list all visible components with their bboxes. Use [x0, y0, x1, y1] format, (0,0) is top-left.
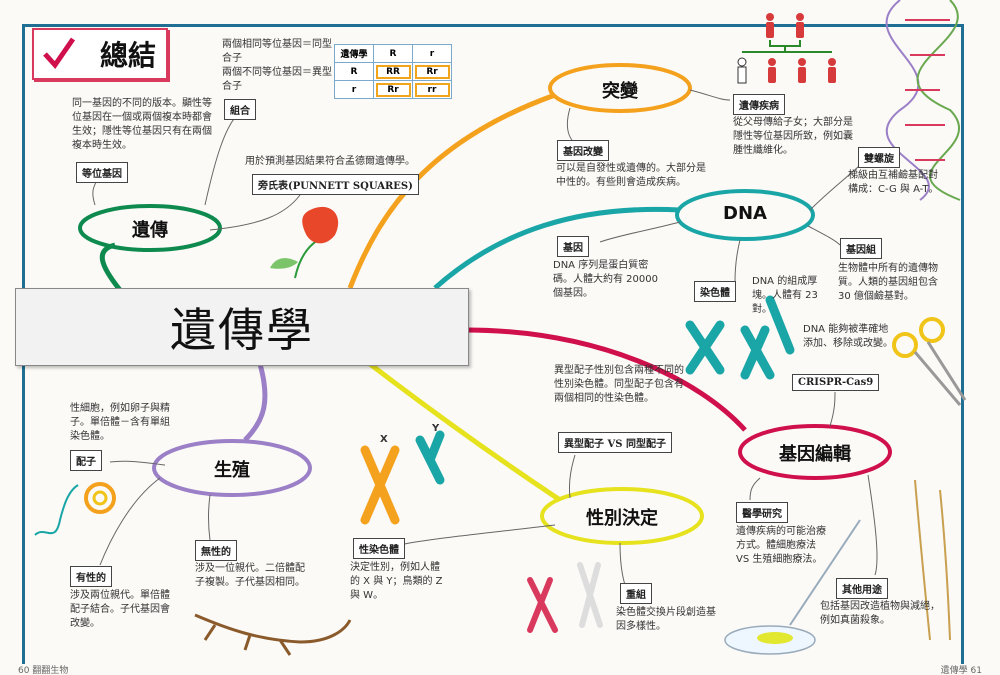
node-dna: DNA [723, 203, 767, 224]
allele-desc: 同一基因的不同的版本。顯性等位基因在一個或兩個複本時都會生效；隱性等位基因只有在… [72, 98, 212, 151]
wheat-icon [914, 479, 951, 641]
recombination-desc: 染色體交換片段創造基因多樣性。 [616, 607, 716, 632]
footer-right: 遺傳學 61 [940, 666, 982, 675]
sexual-desc: 涉及兩位親代。單倍體配子結合。子代基因會改變。 [70, 590, 170, 629]
sex-chromosome-desc: 決定性別，例如人體的 X 與 Y；鳥類的 Z 與 W。 [350, 562, 443, 601]
gamete-type-desc: 異型配子性別包含兩種不同的性別染色體。同型配子包含有兩個相同的性染色體。 [554, 365, 684, 404]
recombination-icon [527, 562, 603, 633]
node-sex-determination: 性別決定 [586, 508, 658, 529]
sex-cell-desc: 性細胞，例如卵子與精子。單倍體－含有單組染色體。 [70, 403, 170, 442]
crispr-label: CRISPR-Cas9 [792, 374, 880, 391]
gene-label: 基因 [557, 236, 589, 257]
recombination-label: 重組 [620, 583, 652, 604]
punnett-label: 旁氏表(PUNNETT SQUARES) [252, 174, 419, 195]
summary-title: 總結 [99, 39, 156, 72]
footer-left: 60 翻翻生物 [18, 666, 69, 675]
node-reproduction: 生殖 [214, 460, 250, 481]
scissors-icon [892, 317, 967, 406]
gamete-label: 配子 [70, 450, 102, 471]
punnett-cell: r [334, 80, 374, 99]
genetic-disease-desc: 從父母傳給子女；大部分是隱性等位基因所致，例如囊腫性纖維化。 [733, 117, 853, 156]
sexual-label: 有性的 [70, 566, 112, 587]
petri-dish-icon [724, 519, 861, 655]
punnett-cell: Rr [412, 62, 452, 81]
double-helix-desc: 梯級由互補鹼基配對構成：C-G 與 A-T。 [848, 170, 939, 195]
node-gene-editing: 基因編輯 [779, 444, 851, 465]
asexual-desc: 涉及一位親代。二倍體配子複製。子代基因相同。 [195, 563, 305, 588]
family-tree-icon [737, 13, 836, 84]
double-helix-label: 雙螺旋 [858, 147, 900, 168]
chromosome-icon [685, 295, 795, 380]
punnett-cell: r [412, 44, 452, 63]
xy-chromosome-icon [360, 430, 445, 525]
egg-cell-icon [84, 482, 116, 514]
chrom-x-label: X [380, 434, 388, 445]
check-icon [43, 37, 76, 70]
genotype-label: 組合 [224, 99, 256, 120]
summary-badge: 總結 [32, 28, 168, 80]
node-heredity: 遺傳 [132, 220, 168, 241]
gene-change-desc: 可以是自發性或遺傳的。大部分是中性的。有些則會造成疾病。 [556, 163, 706, 188]
crispr-desc: DNA 能夠被準確地添加、移除或改變。 [803, 324, 893, 349]
genome-label: 基因組 [840, 238, 882, 259]
genetic-disease-label: 遺傳疾病 [733, 94, 785, 115]
gene-change-label: 基因改變 [557, 140, 609, 161]
medical-desc: 遺傳疾病的可能治療方式。體細胞療法 VS 生殖細胞療法。 [736, 526, 826, 565]
flower-icon [270, 206, 339, 279]
sex-chromosome-label: 性染色體 [353, 538, 405, 559]
gamete-type-label: 異型配子 VS 同型配子 [558, 432, 672, 453]
node-mutation: 突變 [602, 81, 638, 102]
genome-desc: 生物體中所有的遺傳物質。人類的基因組包含 30 億個鹼基對。 [838, 263, 938, 302]
allele-label: 等位基因 [76, 162, 128, 183]
lizard-icon [194, 613, 352, 656]
punnett-cell: R [373, 44, 413, 63]
dna-helix-icon [885, 0, 961, 201]
other-use-desc: 包括基因改造植物與減絕，例如真菌殺象。 [820, 601, 940, 626]
homo-hetero-text: 兩個相同等位基因＝同型合子 兩個不同等位基因＝異型合子 [222, 39, 332, 92]
punnett-cell: RR [373, 62, 413, 81]
chrom-y-label: Y [432, 423, 440, 434]
sperm-icon [34, 484, 79, 536]
punnett-desc: 用於預測基因結果符合孟德爾遺傳學。 [245, 156, 415, 167]
other-use-label: 其他用途 [836, 578, 888, 599]
punnett-cell: R [334, 62, 374, 81]
center-title: 遺傳學 [15, 288, 469, 366]
chromosome-desc: DNA 的組成厚塊。人體有 23 對。 [752, 276, 818, 315]
gene-desc: DNA 序列是蛋白質密碼。人體大約有 20000 個基因。 [553, 260, 658, 299]
asexual-label: 無性的 [195, 540, 237, 561]
chromosome-label: 染色體 [694, 281, 736, 302]
punnett-cell: Rr [373, 80, 413, 99]
medical-label: 醫學研究 [736, 502, 788, 523]
punnett-cell: rr [412, 80, 452, 99]
punnett-cell: 遺傳學 [334, 44, 374, 63]
